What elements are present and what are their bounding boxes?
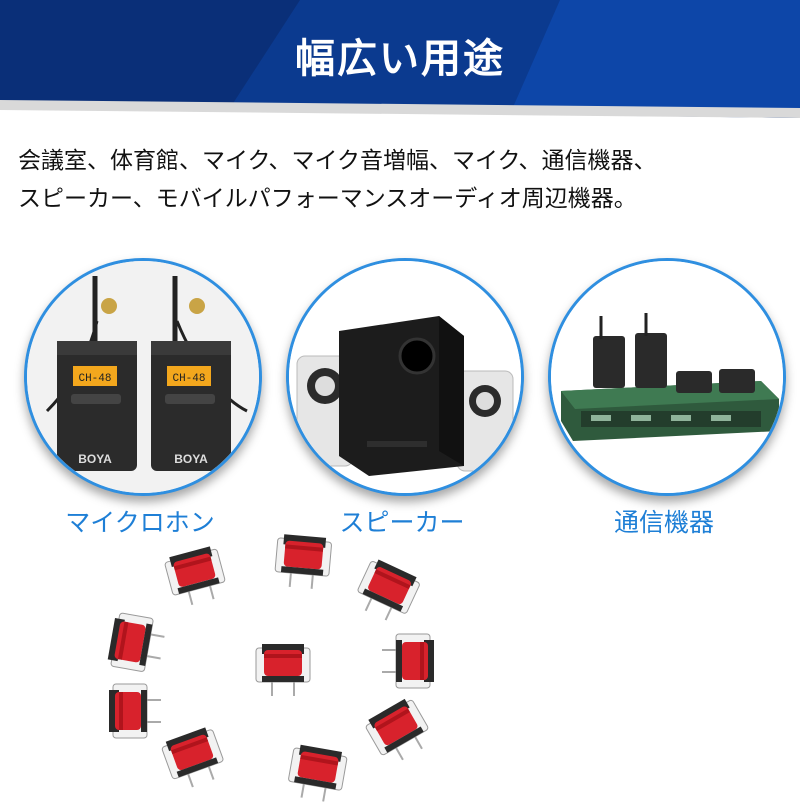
transformer-component — [357, 689, 442, 774]
brand-text-2: BOYA — [174, 452, 208, 466]
header-banner: 幅広い用途 — [0, 0, 800, 118]
speaker-image — [286, 258, 524, 496]
description-line-2: スピーカー、モバイルパフォーマンスオーディオ周辺機器。 — [18, 186, 637, 212]
banner-background — [0, 0, 800, 118]
transformer-component — [346, 550, 428, 632]
microphone-image: CH-48 BOYA CH-48 BOYA — [24, 258, 262, 496]
banner-title: 幅広い用途 — [295, 36, 505, 82]
screen-text-1: CH-48 — [78, 373, 111, 385]
transformer-component — [281, 737, 353, 809]
transformer-component — [154, 718, 233, 797]
transformer-component — [252, 638, 314, 700]
caption-communication-equipment: 通信機器 — [613, 508, 714, 537]
communication-equipment-image — [548, 258, 786, 496]
caption-microphone: マイクロホン — [65, 508, 215, 537]
description-line-1: 会議室、体育館、マイク、マイク音増幅、マイク、通信機器、 — [18, 148, 657, 174]
screen-text-2: CH-48 — [172, 373, 205, 385]
caption-speaker: スピーカー — [339, 508, 465, 537]
transformer-component — [378, 630, 440, 692]
brand-text-1: BOYA — [78, 452, 112, 466]
transformer-component — [158, 538, 234, 614]
transformer-component — [103, 680, 165, 742]
transformer-component — [269, 527, 336, 594]
description: 会議室、体育館、マイク、マイク音増幅、マイク、通信機器、 スピーカー、モバイルパ… — [18, 142, 788, 218]
transformer-component — [100, 607, 172, 679]
